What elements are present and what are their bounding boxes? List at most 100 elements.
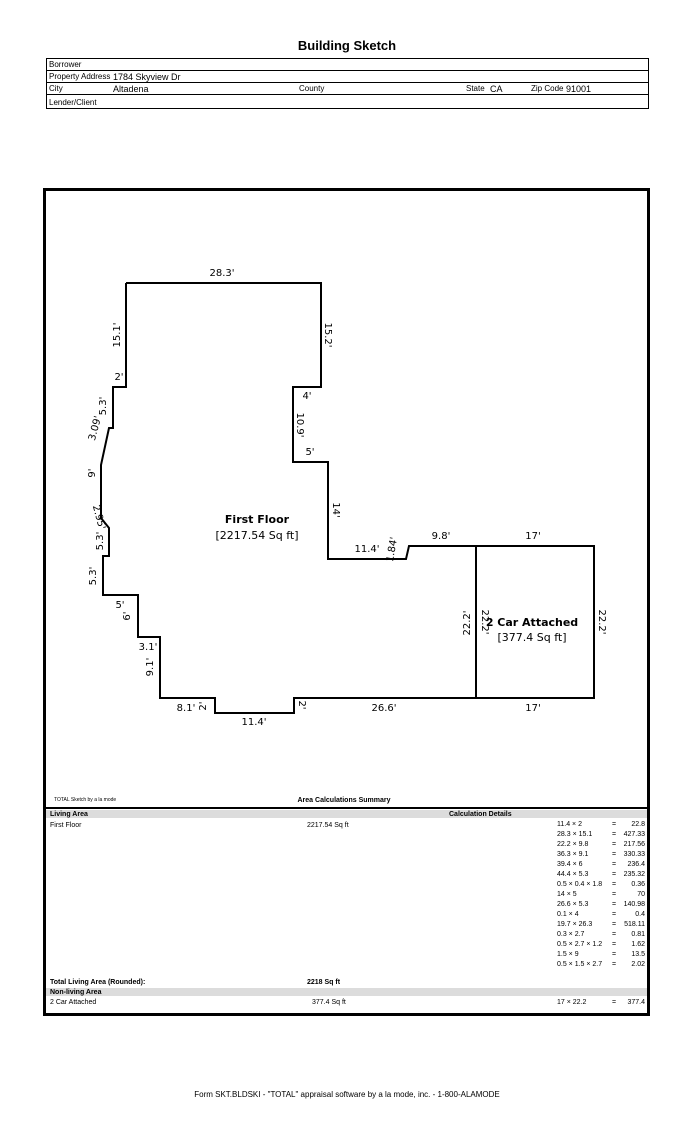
calc-result: 235.32 bbox=[623, 871, 645, 878]
dim-left-low: 9.1' bbox=[145, 658, 156, 677]
calc-row: 39.4 × 6 = 236.4 bbox=[557, 861, 645, 871]
dim-bay-lower-diag: 2.95' bbox=[90, 504, 107, 531]
calc-equals: = bbox=[612, 961, 617, 968]
calc-row: 19.7 × 26.3 = 518.11 bbox=[557, 921, 645, 931]
dim-bay-lower-side: 5.3' bbox=[95, 532, 106, 551]
floor-plan-sketch: First Floor [2217.54 Sq ft] 2 Car Attach… bbox=[87, 268, 607, 728]
calc-equals: = bbox=[612, 831, 617, 838]
calc-result: 377.4 bbox=[627, 999, 645, 1006]
calc-expression: 17 × 22.2 bbox=[557, 999, 587, 1006]
calc-equals: = bbox=[612, 911, 617, 918]
calc-equals: = bbox=[612, 871, 617, 878]
total-living-value: 2218 Sq ft bbox=[307, 979, 341, 986]
calc-row: 14 × 5 = 70 bbox=[557, 891, 645, 901]
dim-bay-face: 9' bbox=[87, 468, 98, 477]
sketch-frame bbox=[43, 188, 650, 1016]
county-label: County bbox=[299, 84, 325, 93]
calc-result: 518.11 bbox=[624, 921, 645, 928]
calc-result: 0.4 bbox=[635, 911, 645, 918]
calc-row: 44.4 × 5.3 = 235.32 bbox=[557, 871, 645, 881]
calc-equals: = bbox=[612, 861, 617, 868]
calc-equals: = bbox=[612, 931, 617, 938]
dim-notch-side: 10.9' bbox=[294, 412, 305, 437]
dim-top: 28.3' bbox=[209, 268, 234, 279]
calc-expression: 0.5 × 0.4 × 1.8 bbox=[557, 881, 603, 888]
calc-expression: 44.4 × 5.3 bbox=[557, 871, 589, 878]
calc-equals: = bbox=[612, 941, 617, 948]
borrower-row: Borrower bbox=[47, 59, 648, 71]
calc-row: 26.6 × 5.3=140.98 bbox=[557, 901, 645, 911]
first-floor-outline bbox=[100, 282, 477, 714]
calc-row: 0.5 × 2.7 × 1.2=1.62 bbox=[557, 941, 645, 951]
calc-expression: 22.2 × 9.8 bbox=[557, 841, 589, 848]
dim-bay-upper-diag: 3.09' bbox=[87, 415, 104, 442]
calc-equals: = bbox=[612, 921, 617, 928]
first-floor-row-label: First Floor bbox=[50, 822, 82, 829]
calc-row: 0.1 × 4 = 0.4 bbox=[557, 911, 645, 921]
calc-result: 0.81 bbox=[631, 931, 645, 938]
dim-bottom-mid: 11.4' bbox=[241, 717, 266, 728]
calc-equals: = bbox=[612, 841, 617, 848]
property-info-box: Borrower Property Address 1784 Skyview D… bbox=[46, 58, 649, 109]
dim-garage-left-outer: 22.2' bbox=[462, 610, 473, 635]
first-floor-area: [2217.54 Sq ft] bbox=[215, 529, 298, 542]
dim-left-lower: 5.3' bbox=[88, 567, 99, 586]
page-title: Building Sketch bbox=[297, 38, 397, 53]
calc-equals: = bbox=[612, 901, 617, 908]
dim-notch-bottom: 5' bbox=[305, 447, 314, 458]
dim-garage-left-inner: 22.2' bbox=[479, 609, 490, 634]
form-footer: Form SKT.BLDSKI - "TOTAL" appraisal soft… bbox=[194, 1090, 500, 1099]
dim-bottom-step: 2' bbox=[296, 700, 307, 709]
garage-row-sqft: 377.4 Sq ft bbox=[312, 999, 346, 1006]
calc-equals: = bbox=[612, 891, 617, 898]
calc-result: 0.36 bbox=[631, 881, 645, 888]
calc-row: 1.5 × 9 = 13.5 bbox=[557, 951, 645, 961]
dim-left-low-step: 3.1' bbox=[139, 642, 158, 653]
dim-small-diag: 1.84' bbox=[385, 536, 400, 563]
dim-notch-top: 4' bbox=[302, 391, 311, 402]
calc-expression: 0.1 × 4 bbox=[557, 911, 579, 918]
address-row: Property Address 1784 Skyview Dr bbox=[47, 71, 648, 83]
calc-equals: = bbox=[612, 951, 617, 958]
state-label: State bbox=[466, 84, 485, 93]
calc-expression: 11.4 × 2 bbox=[557, 821, 582, 828]
nonliving-header-band bbox=[46, 988, 647, 996]
state-value: CA bbox=[490, 84, 503, 94]
dim-bay-upper-side: 5.3' bbox=[98, 397, 109, 416]
dim-left-step-side: 6' bbox=[122, 611, 133, 620]
lender-label: Lender/Client bbox=[49, 98, 97, 107]
calc-expression: 0.5 × 1.5 × 2.7 bbox=[557, 961, 603, 968]
garage-calc-row: 17 × 22.2 = 377.4 bbox=[557, 999, 645, 1009]
calc-result: 330.33 bbox=[623, 851, 645, 858]
calc-expression: 0.3 × 2.7 bbox=[557, 931, 585, 938]
first-floor-label: First Floor bbox=[225, 513, 290, 526]
lender-row: Lender/Client bbox=[47, 95, 648, 107]
garage-outline bbox=[476, 545, 595, 699]
calc-expression: 19.7 × 26.3 bbox=[557, 921, 593, 928]
garage-area: [377.4 Sq ft] bbox=[497, 631, 566, 644]
calc-result: 70 bbox=[637, 891, 645, 898]
address-value: 1784 Skyview Dr bbox=[113, 72, 181, 82]
summary-title: Area Calculations Summary bbox=[297, 797, 391, 804]
calc-row: 0.3 × 2.7 = 0.81 bbox=[557, 931, 645, 941]
dim-garage-bottom: 17' bbox=[525, 703, 540, 714]
calc-result: 217.56 bbox=[623, 841, 645, 848]
calc-row: 22.2 × 9.8 = 217.56 bbox=[557, 841, 645, 851]
calc-result: 236.4 bbox=[627, 861, 645, 868]
summary-divider bbox=[46, 807, 647, 809]
calc-result: 2.02 bbox=[631, 961, 645, 968]
calc-result: 13.5 bbox=[631, 951, 645, 958]
calc-expression: 1.5 × 9 bbox=[557, 951, 579, 958]
calc-row: 11.4 × 2=22.8 bbox=[557, 821, 645, 831]
calc-expression: 14 × 5 bbox=[557, 891, 577, 898]
garage-label: 2 Car Attached bbox=[486, 616, 578, 629]
calc-expression: 39.4 × 6 bbox=[557, 861, 583, 868]
first-floor-row-sqft: 2217.54 Sq ft bbox=[307, 822, 349, 829]
calc-row: 0.5 × 0.4 × 1.8 = 0.36 bbox=[557, 881, 645, 891]
calc-details-header: Calculation Details bbox=[449, 811, 512, 818]
calc-equals: = bbox=[612, 881, 617, 888]
living-header-band bbox=[46, 810, 647, 818]
calc-row: 28.3 × 15.1=427.33 bbox=[557, 831, 645, 841]
dim-to-garage: 9.8' bbox=[432, 531, 451, 542]
